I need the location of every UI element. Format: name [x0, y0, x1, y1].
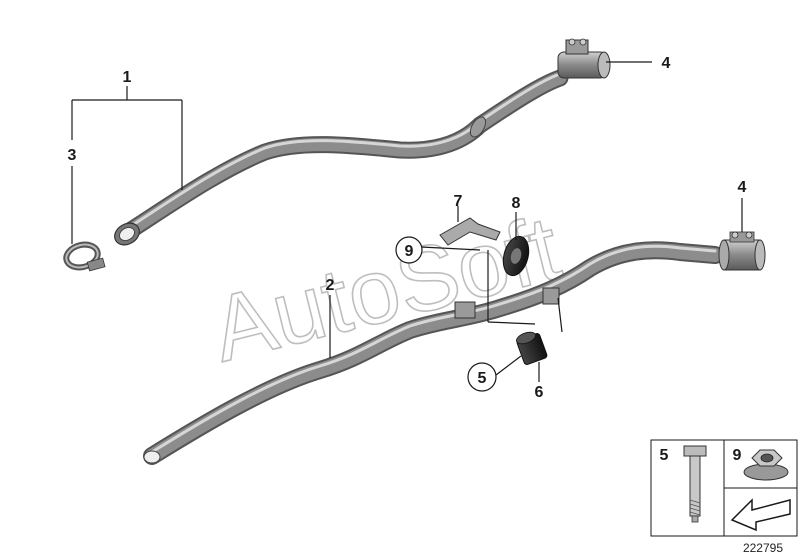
arrow-icon [730, 498, 791, 532]
upper-pipe [114, 69, 569, 246]
diagram-number: 222795 [743, 541, 783, 555]
callout-4-right: 4 [738, 179, 747, 196]
callout-5-circle [467, 362, 497, 392]
legend-bolt-number: 5 [660, 447, 669, 464]
bolt-icon [683, 445, 707, 523]
callout-6: 6 [535, 384, 544, 401]
callout-9-circle [395, 236, 423, 264]
legend-nut-number: 9 [733, 447, 742, 464]
callout-3: 3 [68, 147, 77, 164]
leader-lines [71, 61, 743, 382]
callout-7: 7 [454, 193, 463, 210]
clamp-right [718, 231, 766, 271]
callout-9: 9 [405, 243, 414, 260]
clamp-top [557, 38, 611, 79]
hanger-bracket [439, 217, 501, 246]
callout-1: 1 [123, 69, 132, 86]
callout-8: 8 [512, 195, 521, 212]
callout-5: 5 [478, 370, 487, 387]
callout-4-top: 4 [662, 55, 671, 72]
callout-2: 2 [326, 277, 335, 294]
rubber-mount [502, 235, 530, 277]
rubber-bushing [516, 331, 548, 365]
lower-pipe [143, 241, 724, 465]
band-clamp [63, 241, 106, 272]
hardware-legend: 5 9 [650, 439, 798, 537]
flange-nut-icon [743, 449, 789, 481]
watermark-text: AutoSoft [202, 197, 569, 381]
